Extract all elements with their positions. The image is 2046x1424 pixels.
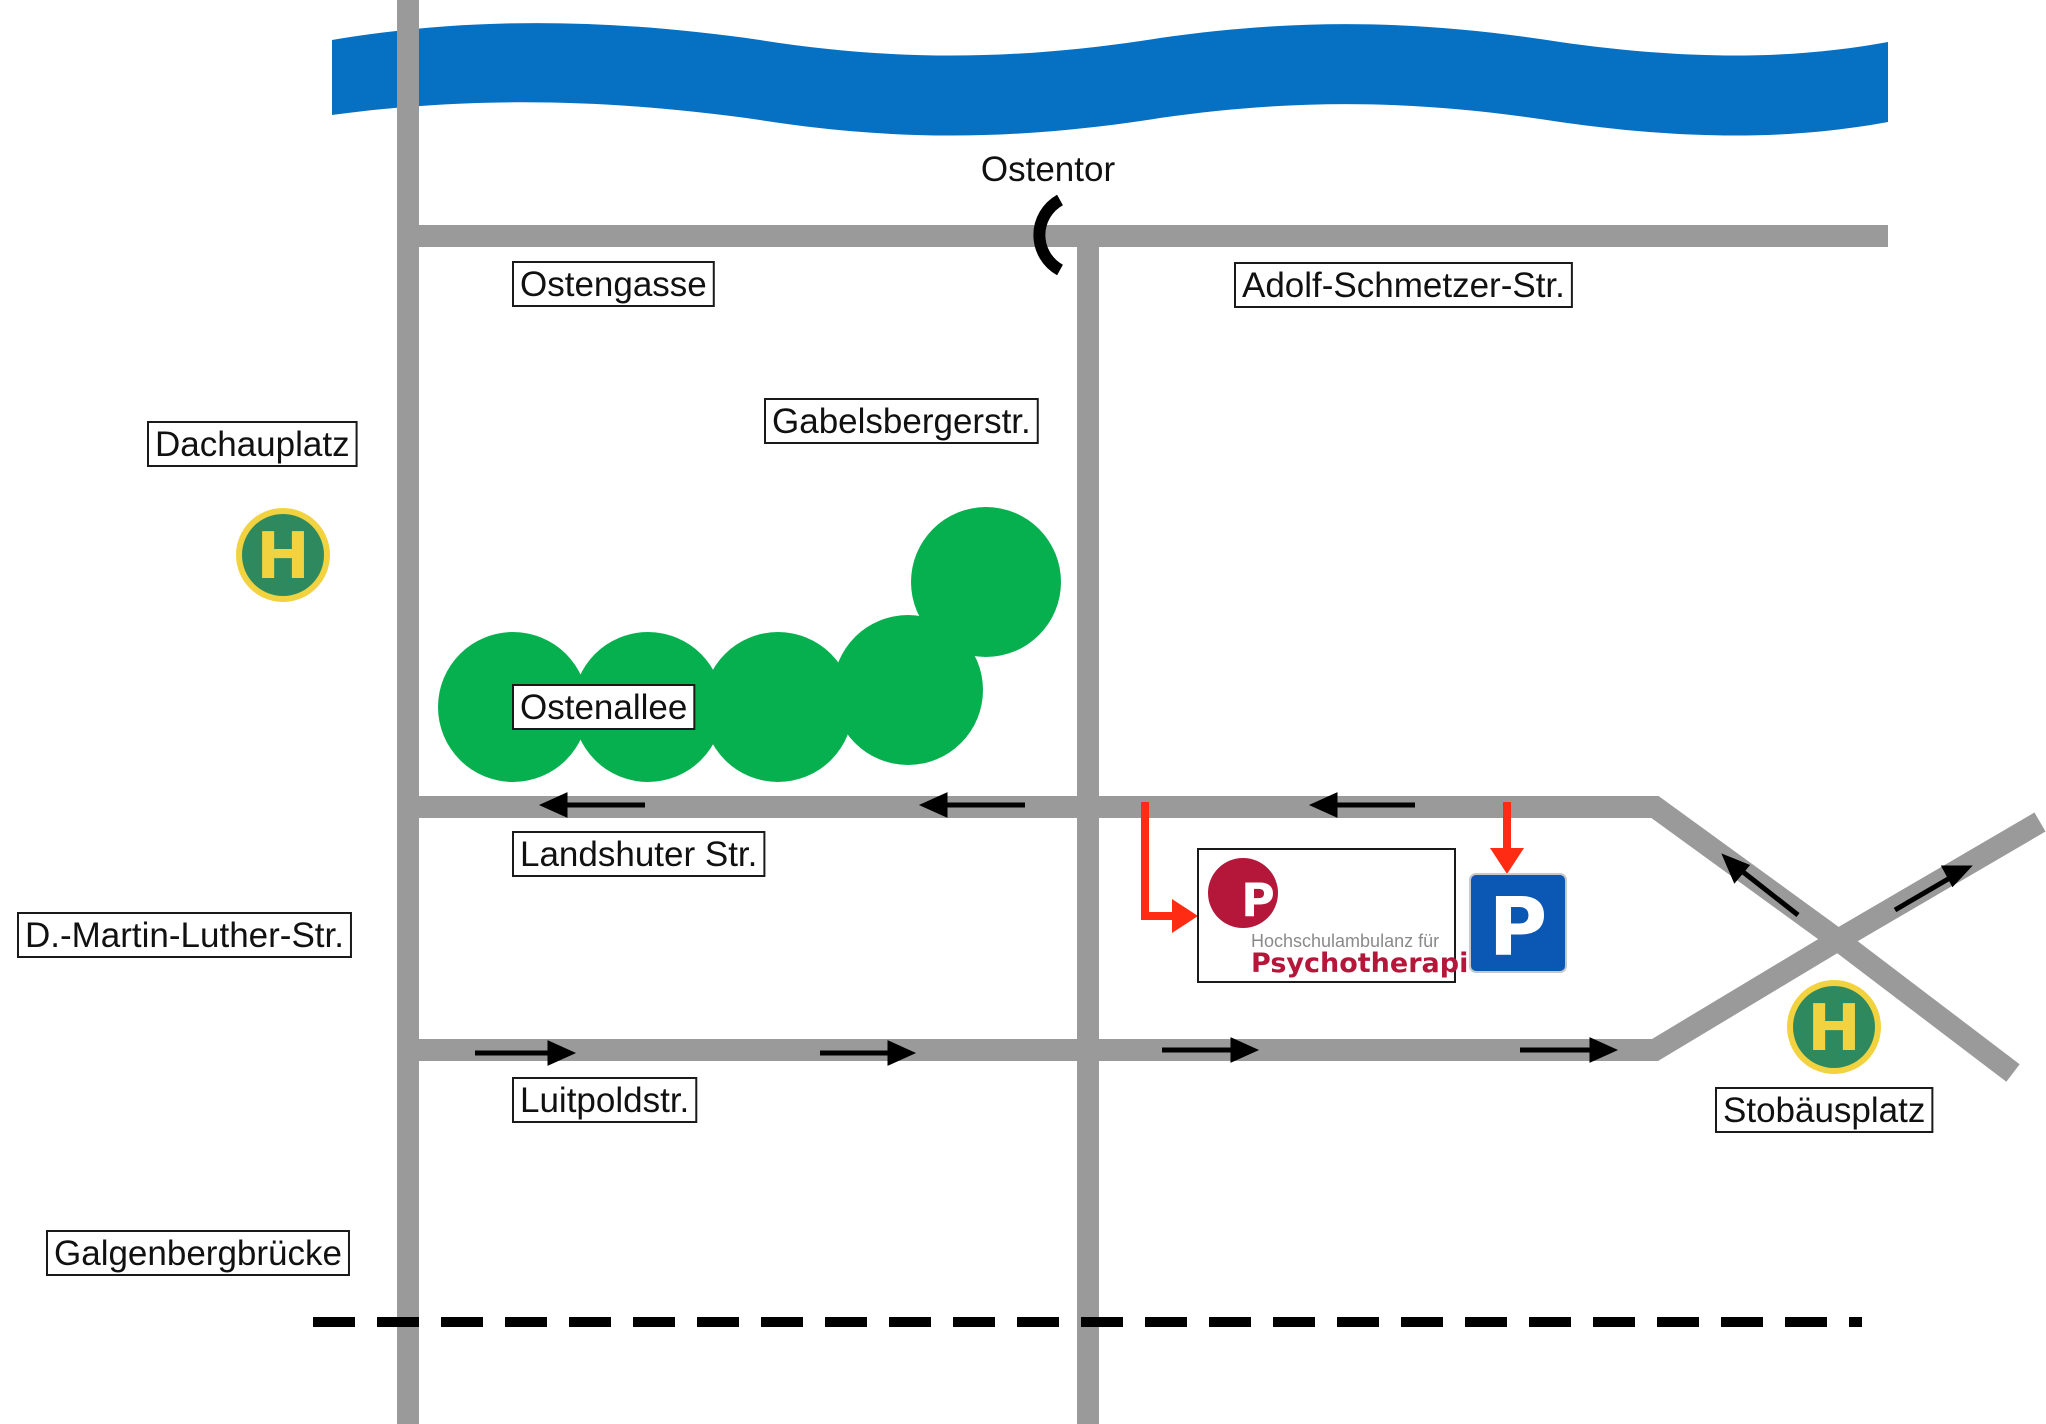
arrow-icon [1893,865,1973,913]
label-stobaeusplatz: Stobäusplatz [1715,1087,1934,1133]
arrow-icon [1721,853,1800,917]
bus-stop-symbol: H [1807,992,1861,1066]
svg-text:D.-Martin-Luther-Str.: D.-Martin-Luther-Str. [25,916,344,955]
svg-text:Luitpoldstr.: Luitpoldstr. [520,1081,689,1120]
clinic-logo-letter: P [1241,873,1275,927]
clinic-name-line1: Hochschulambulanz für [1251,931,1439,951]
road-crossing-sw-ne [1832,812,2046,950]
bus-stop-icon: H [1787,980,1881,1074]
svg-text:Stobäusplatz: Stobäusplatz [1723,1091,1925,1130]
svg-text:Ostengasse: Ostengasse [520,265,707,304]
svg-text:Ostenallee: Ostenallee [520,688,687,727]
one-way-arrows [475,792,1973,1066]
arrow-icon [918,792,1025,818]
bus-stop-icon: H [236,508,330,602]
gate-icon [1033,194,1064,276]
label-luitpold: Luitpoldstr. [512,1077,698,1123]
bus-stop-symbol: H [256,520,310,594]
road-luitpold [408,930,1844,1061]
arrow-icon [538,792,645,818]
svg-text:Adolf-Schmetzer-Str.: Adolf-Schmetzer-Str. [1242,266,1565,305]
park-ostenallee [438,507,1061,782]
parking-symbol: P [1489,881,1548,974]
label-galgenberg: Galgenbergbrücke [46,1230,350,1276]
clinic-logo: P Hochschulambulanz für Psychotherapie [1197,848,1487,983]
route-to-parking-head [1490,848,1524,874]
label-martin-luther: D.-Martin-Luther-Str. [17,912,352,958]
clinic-logo-icon [1208,858,1278,928]
road-crossing-nw-se [1831,931,2020,1082]
svg-text:Gabelsbergerstr.: Gabelsbergerstr. [772,402,1031,441]
svg-text:Galgenbergbrücke: Galgenbergbrücke [54,1234,342,1273]
label-ostenallee: Ostenallee [512,684,696,730]
arrow-icon [1162,1037,1260,1063]
clinic-name-line2: Psychotherapie [1251,948,1487,979]
label-dachauplatz: Dachauplatz [147,421,358,467]
road-network [397,0,2046,1424]
parking-icon: P [1469,873,1567,974]
ostentor-label: Ostentor [981,150,1116,189]
svg-text:Dachauplatz: Dachauplatz [155,425,350,464]
svg-text:Landshuter Str.: Landshuter Str. [520,835,757,874]
river [332,23,1888,136]
route-to-clinic [1141,802,1180,920]
label-ostengasse: Ostengasse [512,261,715,307]
arrow-icon [1308,792,1415,818]
label-landshuter: Landshuter Str. [512,831,766,877]
label-adolf-schmetzer: Adolf-Schmetzer-Str. [1234,262,1573,308]
label-gabelsberger: Gabelsbergerstr. [764,398,1039,444]
route-arrows [1141,802,1524,933]
arrow-icon [1520,1037,1619,1063]
arrow-icon [475,1040,577,1066]
route-to-clinic-head [1172,899,1198,933]
arrow-icon [820,1040,917,1066]
